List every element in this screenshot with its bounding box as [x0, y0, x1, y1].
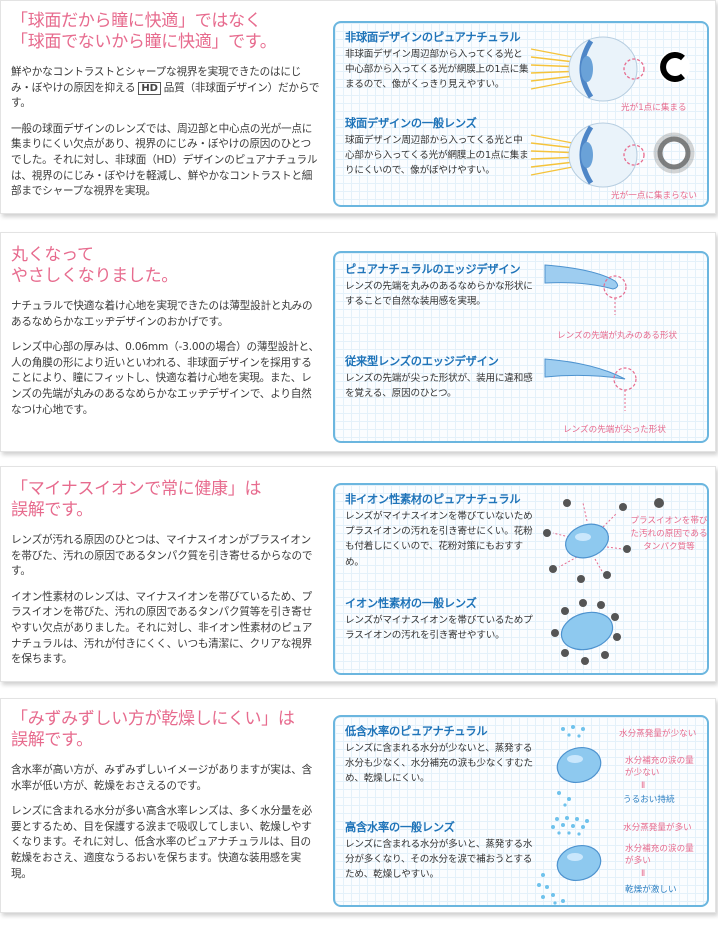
moisture-note-b2: 水分補充の涙の量が多い [625, 844, 694, 866]
moisture-eq-b: Ⅱ [641, 869, 646, 879]
moisture-panel-a-text: レンズに含まれる水分が少ないと、蒸発する水分も少なく、水分補充の涙も少なくすむた… [345, 743, 533, 785]
edge-panel-b-text: レンズの先端が尖った形状が、装用に違和感を覚える、原因のひとつ。 [345, 373, 533, 400]
high-water-lens-diagram [537, 816, 602, 905]
moisture-eq-a: Ⅱ [641, 781, 646, 791]
moisture-panel-a-title: 低含水率のピュアナチュラル [345, 725, 488, 738]
aspheric-title: 「球面だから瞳に快適」ではなく 「球面でないから瞳に快適」です。 [11, 11, 277, 52]
aspheric-para-2: 一般の球面デザインのレンズでは、周辺部と中心点の光が一点に集まりにくい欠点があり… [11, 122, 318, 198]
edge-panel: ピュアナチュラルのエッジデザイン レンズの先端を丸みのあるなめらかな形状にするこ… [333, 251, 709, 443]
edge-text-block: 丸くなって やさしくなりました。 ナチュラルで快適な着け心地を実現できたのは薄型… [11, 245, 321, 418]
ion-text-block: 「マイナスイオンで常に健康」は 誤解です。 レンズが汚れる原因のひとつは、マイナ… [11, 479, 321, 668]
section-moisture: 「みずみずしい方が乾燥しにくい」は 誤解です。 含水率が高い方が、みずみずしいイ… [0, 698, 716, 913]
moisture-note-b1: 水分蒸発量が多い [623, 823, 692, 833]
section-ion: 「マイナスイオンで常に健康」は 誤解です。 レンズが汚れる原因のひとつは、マイナ… [0, 466, 716, 682]
eye-blurry-diagram [530, 122, 695, 188]
ion-note-a: プラスイオンを帯びた汚れの原因であるタンパク質等 [630, 516, 708, 552]
aspheric-para-1: 鮮やかなコントラストとシャープな視界を実現できたのはにじみ・ぼやけの原因を抑える… [11, 66, 320, 110]
ion-panel: 非イオン性素材のピュアナチュラル レンズがマイナスイオンを帯びていないためプラス… [333, 483, 709, 675]
ion-para-2: イオン性素材のレンズは、マイナスイオンを帯びているため、プラスイオンを帯びた、汚… [11, 590, 313, 666]
aspheric-panel-b-title: 球面デザインの一般レンズ [345, 117, 477, 130]
hd-logo: HD [138, 81, 161, 95]
ion-panel-a-title: 非イオン性素材のピュアナチュラル [345, 493, 521, 506]
edge-para-2: レンズ中心部の厚みは、0.06mm（-3.00の場合）の薄型設計と、人の角膜の形… [11, 341, 319, 416]
moisture-panel: 低含水率のピュアナチュラル レンズに含まれる水分が少ないと、蒸発する水分も少なく… [333, 715, 709, 907]
ion-title: 「マイナスイオンで常に健康」は 誤解です。 [11, 479, 262, 520]
aspheric-note-b: 光が一点に集まらない [611, 191, 697, 201]
moisture-note-a1: 水分蒸発量が少ない [619, 729, 697, 739]
aspheric-panel-a-text: 非球面デザイン周辺部から入ってくる光と中心部から入ってくる光が網膜上の1点に集ま… [345, 49, 529, 91]
ion-panel-a-text: レンズがマイナスイオンを帯びていないためプラスイオンの汚れを引き寄せにくい。花粉… [345, 511, 533, 568]
edge-panel-b-title: 従来型レンズのエッジデザイン [345, 355, 499, 368]
sharp-edge-diagram [544, 358, 637, 411]
edge-note-a: レンズの先端が丸みのある形状 [557, 331, 678, 341]
moisture-note-a3: うるおい持続 [623, 795, 675, 805]
aspheric-panel-a-title: 非球面デザインのピュアナチュラル [345, 31, 521, 44]
round-edge-diagram [544, 264, 627, 315]
moisture-para-1: 含水率が高い方が、みずみずしいイメージがありますが実は、含水率が低い方が、乾燥を… [11, 764, 312, 792]
edge-para-1: ナチュラルで快適な着け心地を実現できたのは薄型設計と丸みのあるなめらかなエッヂデ… [11, 300, 313, 328]
moisture-panel-b-text: レンズに含まれる水分が多いと、蒸発する水分が多くなり、その水分を涙で補おうとする… [345, 839, 533, 881]
ionic-lens-diagram [551, 599, 621, 665]
aspheric-note-a: 光が1点に集まる [621, 103, 687, 113]
edge-title: 丸くなって やさしくなりました。 [11, 245, 178, 286]
low-water-lens-diagram [556, 725, 602, 807]
moisture-text-block: 「みずみずしい方が乾燥しにくい」は 誤解です。 含水率が高い方が、みずみずしいイ… [11, 709, 321, 882]
eye-sharp-diagram [530, 36, 690, 102]
moisture-para-2: レンズに含まれる水分が多い高含水率レンズは、多く水分量を必要とするため、目を保護… [11, 805, 312, 880]
ion-panel-b-title: イオン性素材の一般レンズ [345, 597, 477, 610]
section-aspheric: 「球面だから瞳に快適」ではなく 「球面でないから瞳に快適」です。 鮮やかなコント… [0, 0, 716, 214]
aspheric-text-block: 「球面だから瞳に快適」ではなく 「球面でないから瞳に快適」です。 鮮やかなコント… [11, 11, 321, 200]
aspheric-panel-b-text: 球面デザイン周辺部から入ってくる光と中心部から入ってくる光が網膜上の1点に集まり… [345, 135, 529, 177]
edge-panel-a-title: ピュアナチュラルのエッジデザイン [345, 263, 521, 276]
aspheric-panel: 非球面デザインのピュアナチュラル 非球面デザイン周辺部から入ってくる光と中心部か… [333, 21, 709, 207]
protein-icon [654, 498, 664, 508]
moisture-panel-b-title: 高含水率の一般レンズ [345, 821, 455, 834]
ion-panel-b-text: レンズがマイナスイオンを帯びているためプラスイオンの汚れを引き寄せやすい。 [345, 615, 533, 642]
ion-para-1: レンズが汚れる原因のひとつは、マイナスイオンがプラスイオンを帯びた、汚れの原因で… [11, 534, 313, 578]
moisture-note-a2: 水分補充の涙の量が少ない [625, 756, 694, 778]
edge-note-b: レンズの先端が尖った形状 [563, 425, 666, 435]
moisture-note-b3: 乾燥が激しい [625, 885, 677, 895]
nonionic-lens-diagram [543, 499, 631, 583]
section-edge: 丸くなって やさしくなりました。 ナチュラルで快適な着け心地を実現できたのは薄型… [0, 232, 716, 452]
edge-panel-a-text: レンズの先端を丸みのあるなめらかな形状にすることで自然な装用感を実現。 [345, 281, 533, 308]
moisture-title: 「みずみずしい方が乾燥しにくい」は 誤解です。 [11, 709, 295, 750]
